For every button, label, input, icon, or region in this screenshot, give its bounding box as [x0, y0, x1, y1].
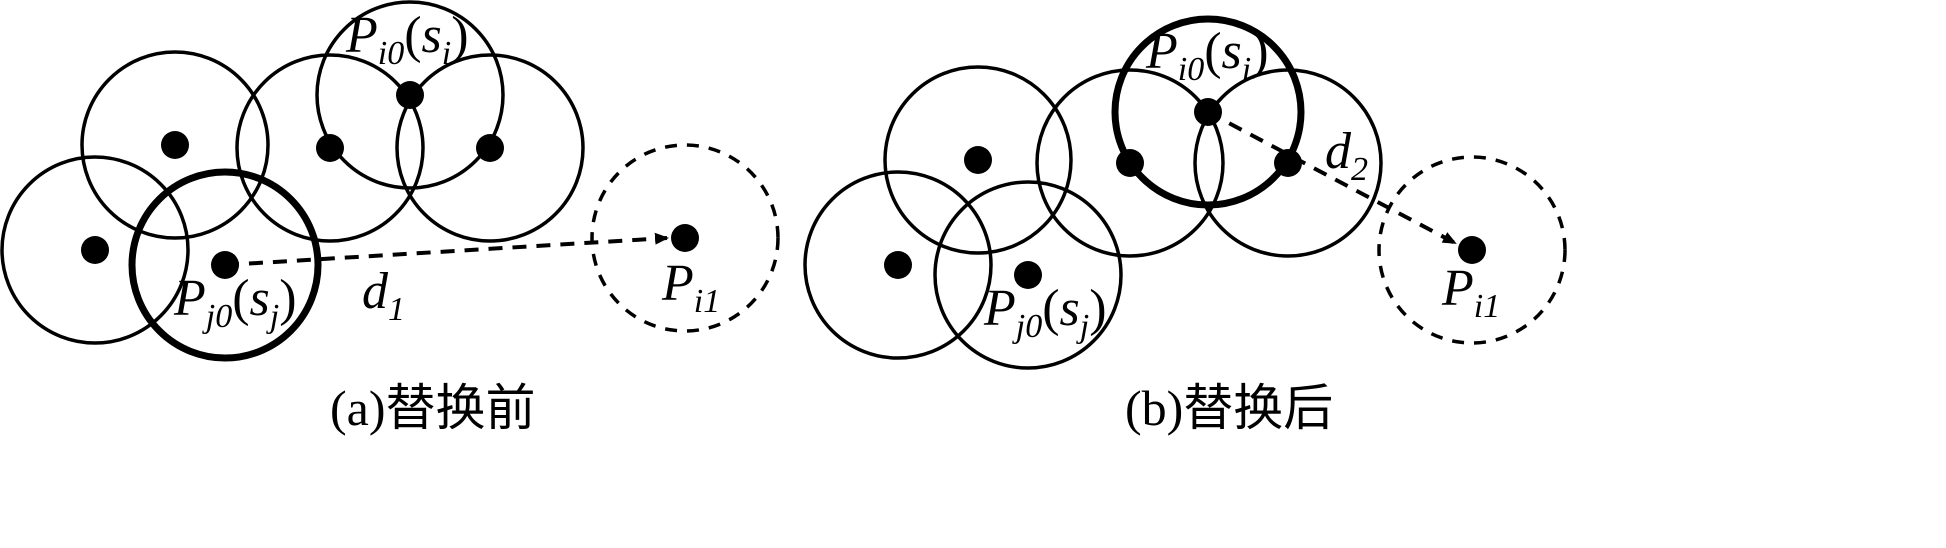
sensor-range-circle	[1193, 68, 1383, 258]
move-distance-arrow-d1	[224, 232, 669, 267]
sensor-node	[81, 236, 109, 264]
sensor-range-circle-pi0	[1111, 15, 1305, 209]
sensor-range-circle	[235, 53, 425, 243]
sensor-range-circle	[395, 53, 585, 243]
target-range-circle-pi1	[1377, 155, 1567, 345]
sensor-range-circle	[883, 65, 1073, 255]
sensor-node	[1274, 149, 1302, 177]
sensor-range-circle-pj0	[128, 168, 322, 362]
sensor-range-circle	[1035, 68, 1225, 258]
target-range-circle-pi1	[590, 143, 780, 333]
sensor-node	[476, 134, 504, 162]
label-d1: d1	[362, 263, 405, 328]
sensor-node	[161, 131, 189, 159]
label-pj0-sj: Pj0(sj)	[983, 280, 1107, 345]
target-node-pi1	[1458, 236, 1486, 264]
label-pi0-si: Pi0(si)	[1145, 23, 1269, 88]
target-node-pi1	[671, 224, 699, 252]
sensor-range-circle-pi0	[315, 0, 505, 190]
sensor-node-pj0	[1014, 261, 1042, 289]
panel-a: Pi0(si) Pj0(sj) Pi1 d1 (a)替换前	[0, 0, 780, 436]
sensor-node	[964, 146, 992, 174]
sensor-range-circle-pj0	[933, 180, 1123, 370]
caption-panel-b: (b)替换后	[1125, 380, 1333, 436]
caption-panel-a: (a)替换前	[330, 380, 536, 436]
label-d2: d2	[1325, 123, 1368, 188]
sensor-node-pi0	[396, 81, 424, 109]
sensor-range-circle	[80, 50, 270, 240]
sensor-range-circle	[0, 155, 190, 345]
panel-b: Pi0(si) Pj0(sj) Pi1 d2 (b)替换后	[803, 15, 1567, 436]
sensor-range-circle	[803, 170, 993, 360]
label-pi1: Pi1	[661, 255, 720, 320]
sensor-node	[316, 134, 344, 162]
label-pj0-sj: Pj0(sj)	[173, 270, 297, 335]
label-pi1: Pi1	[1441, 260, 1500, 325]
sensor-node	[884, 251, 912, 279]
label-pi0-si: Pi0(si)	[345, 7, 469, 72]
sensor-node	[1116, 149, 1144, 177]
